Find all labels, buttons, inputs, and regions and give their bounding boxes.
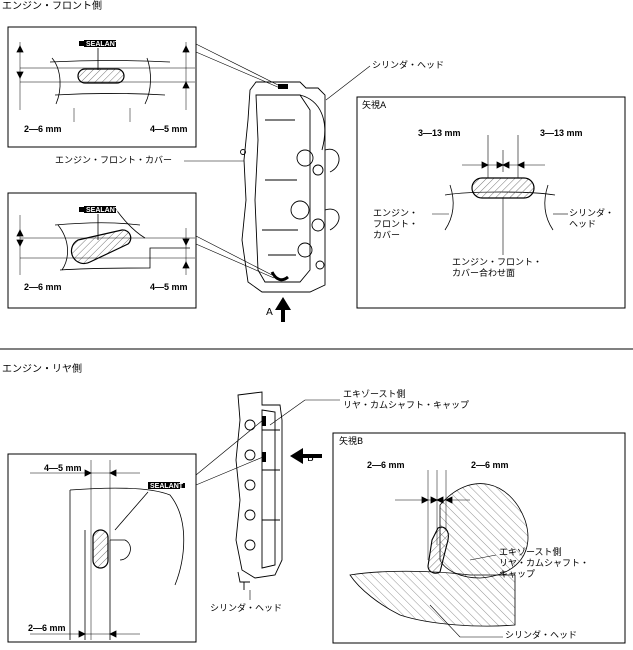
rear-inset-box (7, 453, 197, 643)
rear-sealant-tube (148, 482, 180, 489)
rear-section-title: エンジン・リヤ側 (2, 364, 82, 375)
rear-engine-sketch (235, 391, 283, 590)
front-inset-1-sealant-label: SEALANT (86, 41, 120, 48)
front-inset-2-dim-right: 4—5 mm (150, 282, 188, 292)
front-inset-1-dim-right: 4—5 mm (150, 124, 188, 134)
view-b-dim-right: 2—6 mm (471, 460, 509, 470)
front-inset-2-dim-left: 2—6 mm (24, 282, 62, 292)
view-b-drawing (349, 470, 529, 638)
arrow-b-label: B (307, 453, 314, 464)
view-a-drawing (432, 135, 568, 255)
front-inset-2-drawing (16, 207, 195, 275)
front-cover-label: エンジン・フロント・カバー (55, 156, 173, 166)
front-sealant-point-bottom (270, 271, 289, 282)
view-a-label-bottom: エンジン・フロント・ カバー合わせ面 (452, 258, 543, 279)
rear-sealant-point-1 (262, 416, 266, 426)
view-b-dim-left: 2—6 mm (367, 460, 405, 470)
view-a-dim-right: 3—13 mm (540, 128, 583, 138)
view-a-label-right: シリンダ・ ヘッド (569, 209, 615, 230)
view-a-title: 矢視A (362, 101, 387, 111)
front-engine-sketch (240, 81, 340, 293)
view-b-title: 矢視B (339, 437, 364, 447)
rear-inset-drawing (30, 460, 185, 640)
front-inset-1-dim-left: 2—6 mm (24, 124, 62, 134)
view-b-label-cap: エキゾースト側 リヤ・カムシャフト・ キャップ (499, 548, 590, 580)
rear-sealant-point-2 (262, 452, 266, 462)
arrow-b-icon (290, 448, 322, 464)
front-inset-2-sealant-label: SEALANT (86, 207, 120, 214)
rear-inset-dim-top: 4—5 mm (44, 463, 82, 473)
view-a-box (356, 96, 626, 309)
front-cyl-head-label: シリンダ・ヘッド (372, 61, 445, 71)
front-section-title: エンジン・フロント側 (2, 1, 102, 12)
front-inset-1-drawing (16, 42, 195, 122)
view-a-dim-left: 3—13 mm (418, 128, 461, 138)
arrow-a-icon (275, 297, 291, 322)
front-inset-1-sealant-tube (84, 40, 116, 47)
view-b-box (332, 432, 626, 644)
front-sealant-point-top (278, 84, 288, 89)
rear-inset-dim-bottom: 2—6 mm (28, 623, 66, 633)
view-b-label-head: シリンダ・ヘッド (505, 631, 578, 641)
front-inset-2-box (7, 192, 197, 309)
rear-leaders (195, 399, 340, 600)
rear-exhaust-cap-label: エキゾースト側 リヤ・カムシャフト・キャップ (343, 390, 470, 411)
view-a-label-left: エンジン・ フロント・ カバー (373, 209, 419, 241)
front-leaders (184, 43, 371, 279)
front-inset-2-sealant-tube (84, 206, 116, 213)
rear-cyl-head-label: シリンダ・ヘッド (210, 604, 283, 614)
arrow-a-label: A (266, 307, 273, 318)
front-inset-1-box (7, 26, 197, 148)
rear-inset-sealant-label: SEALANT (150, 483, 184, 490)
